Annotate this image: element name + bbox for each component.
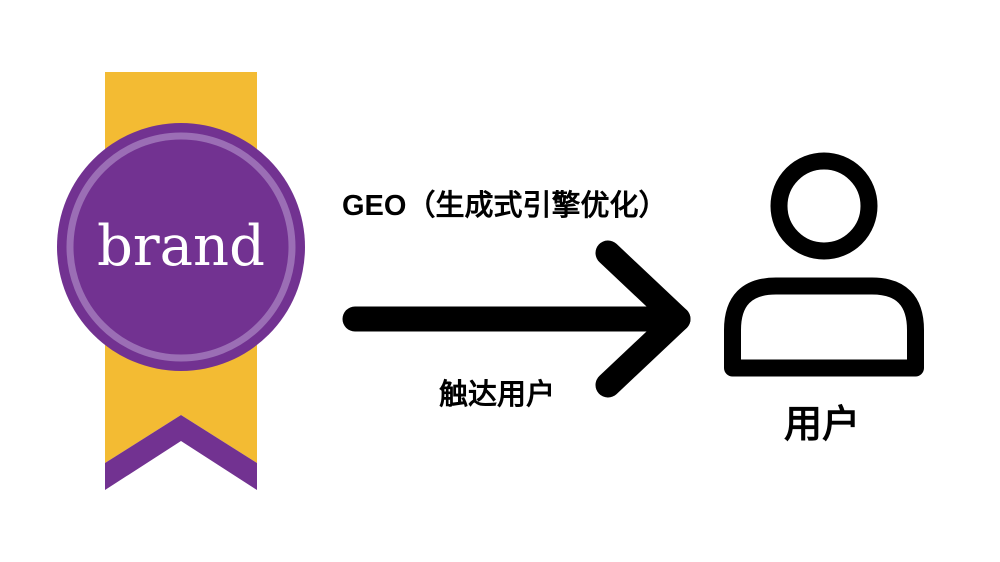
user-icon — [724, 152, 924, 377]
medal-icon — [57, 123, 305, 371]
geo-label: GEO（生成式引擎优化） — [342, 190, 668, 222]
user-label: 用户 — [784, 404, 861, 446]
brand-label: brand — [97, 214, 265, 279]
arrow-right-icon — [342, 240, 691, 398]
reach-users-label: 触达用户 — [439, 379, 556, 411]
